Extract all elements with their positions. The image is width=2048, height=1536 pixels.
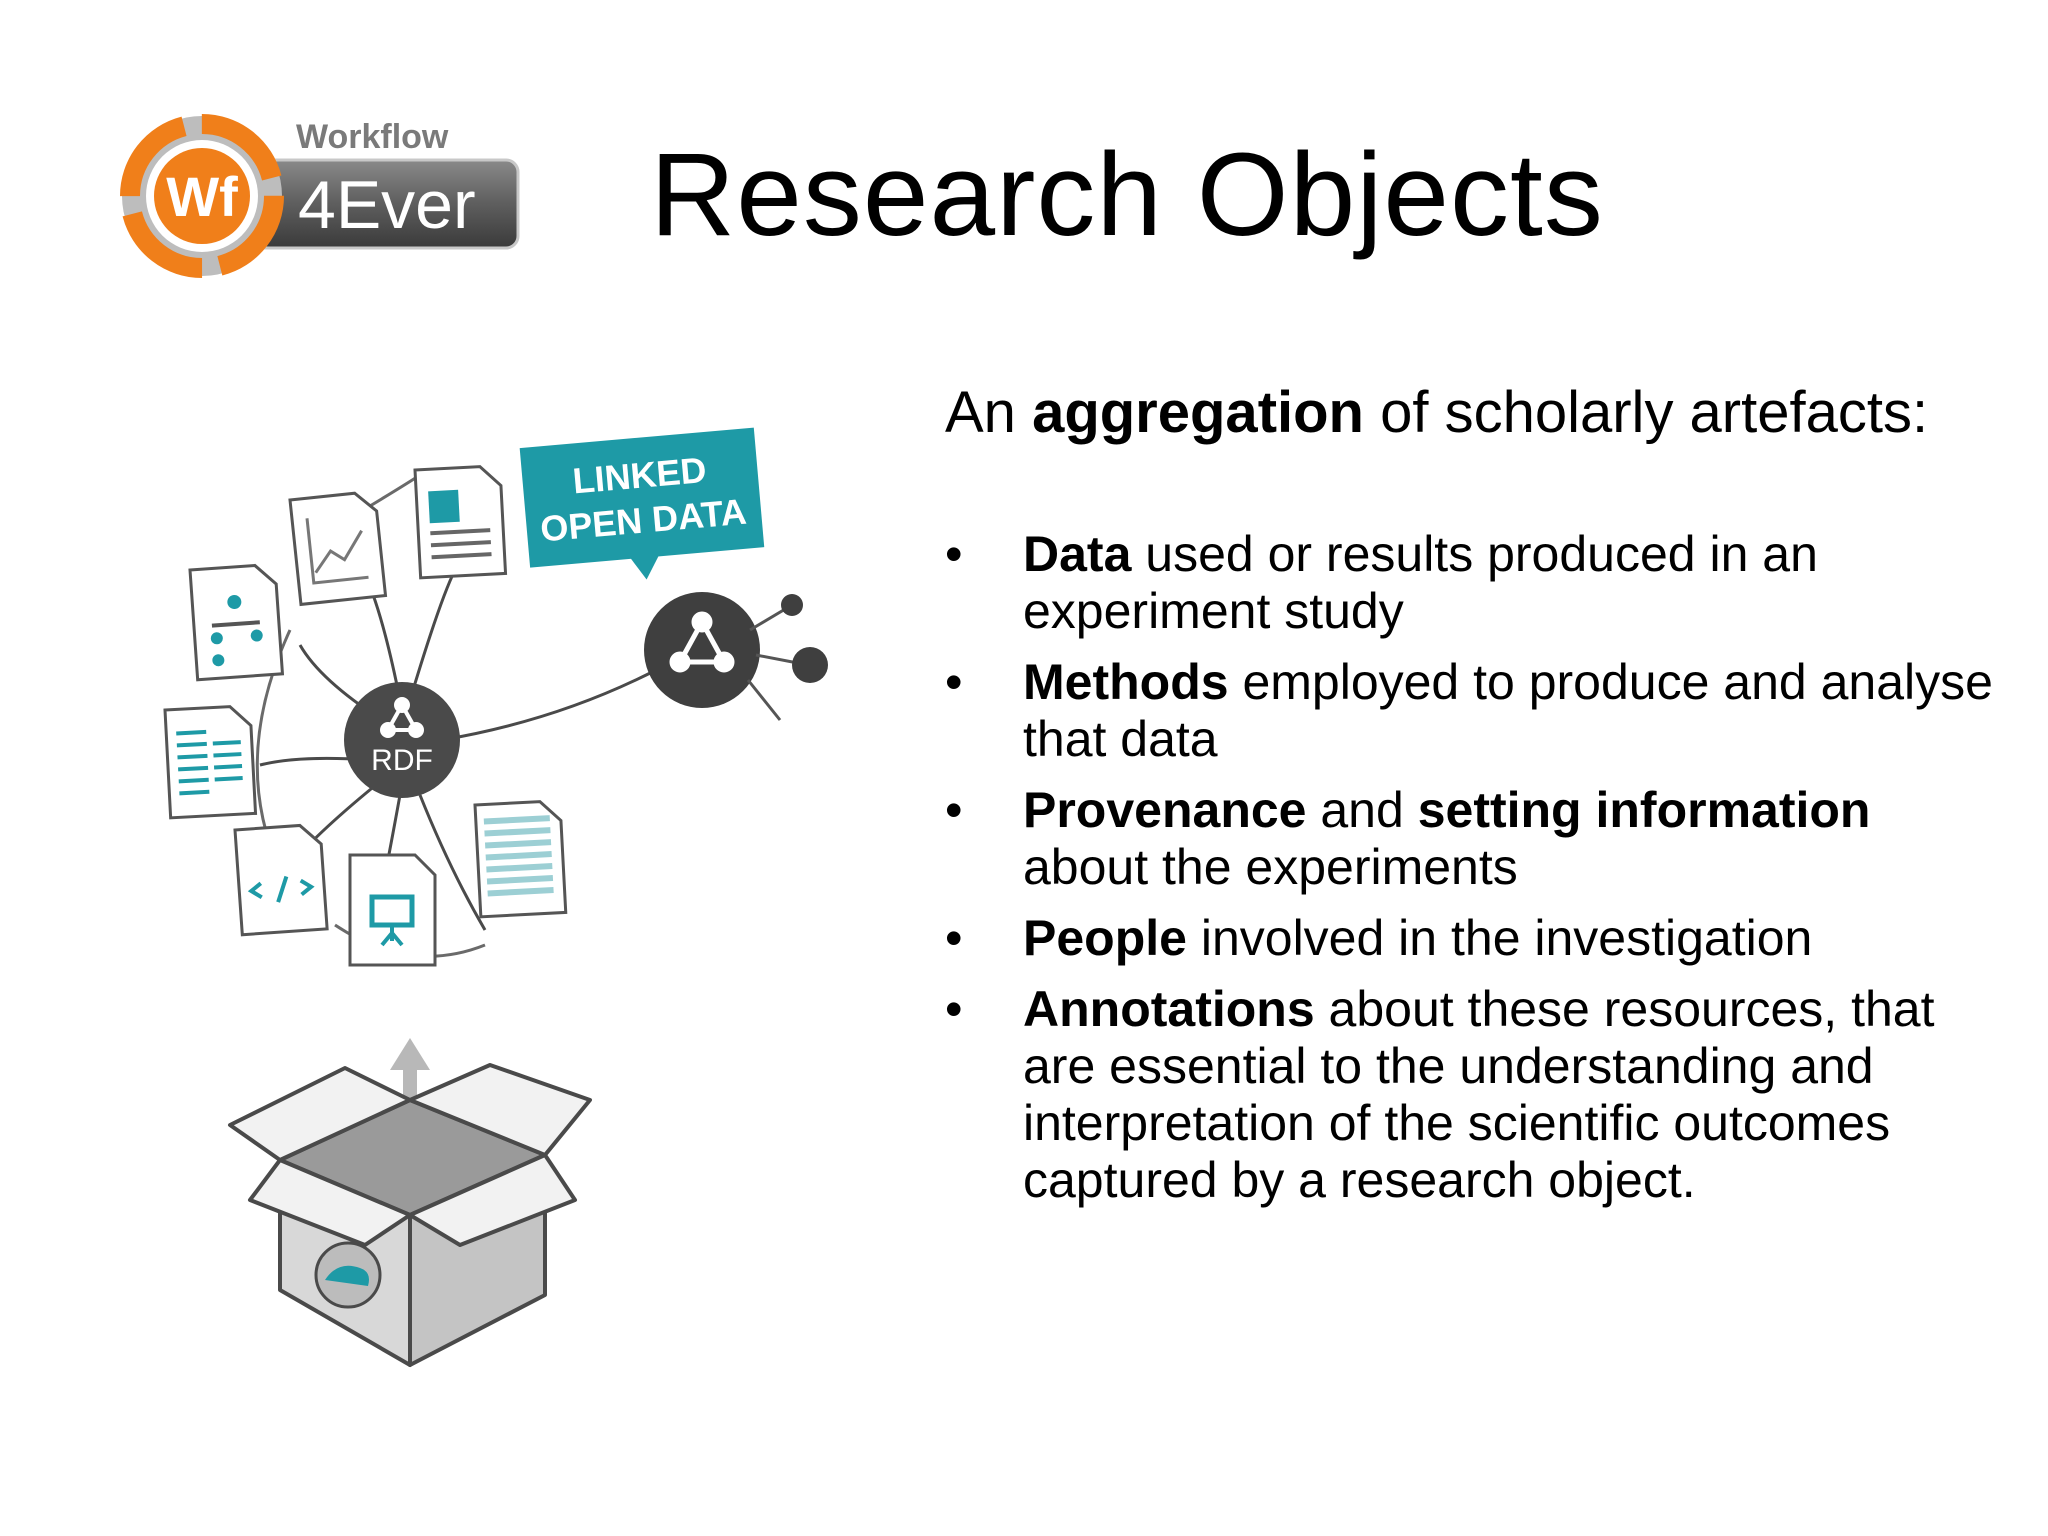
bullet-text-2: about the experiments <box>1023 839 1518 895</box>
workflow4ever-logo: Workflow 4Ever Wf <box>120 114 520 278</box>
rdf-hub-icon <box>344 682 460 798</box>
bullet-icon: • <box>945 981 963 1037</box>
bullet-item: • People involved in the investigation <box>945 910 2005 967</box>
bullet-text: used or results produced in an experimen… <box>1023 526 1818 639</box>
bullet-bold: Data <box>1023 526 1132 582</box>
list-document-icon <box>163 705 258 820</box>
logo-top-text: Workflow <box>296 118 449 156</box>
share-graph-icon <box>380 697 424 738</box>
bullet-bold: People <box>1023 910 1187 966</box>
presentation-document-icon <box>348 853 437 967</box>
bullet-item: • Data used or results produced in an ex… <box>945 526 2005 640</box>
chart-document-icon <box>288 491 388 607</box>
bullet-text: and <box>1306 782 1418 838</box>
bullet-item: • Annotations about these resources, tha… <box>945 981 2005 1209</box>
logo-name-text: 4Ever <box>298 167 476 243</box>
bullet-bold-2: setting information <box>1417 782 1871 838</box>
bullet-text: about these resources, that are essentia… <box>1023 981 1935 1208</box>
bullet-bold: Annotations <box>1023 981 1315 1037</box>
bullet-icon: • <box>945 782 963 838</box>
bullet-item: • Provenance and setting information abo… <box>945 782 2005 896</box>
bullet-text: involved in the investigation <box>1186 910 1813 966</box>
bullet-list: • Data used or results produced in an ex… <box>945 526 2005 1223</box>
data-document-icon <box>473 800 568 919</box>
rdf-label: RDF <box>371 744 433 777</box>
bullet-icon: • <box>945 910 963 966</box>
slide-title: Research Objects <box>650 129 1604 261</box>
bullet-item: • Methods employed to produce and analys… <box>945 654 2005 768</box>
linked-data-node-icon <box>644 592 760 708</box>
flowchart-document-icon <box>188 563 285 682</box>
research-object-illustration: RDF LINKED OPEN DATA <box>163 427 828 1367</box>
bullet-bold: Methods <box>1023 654 1229 710</box>
intro-post: of scholarly artefacts: <box>1363 380 1929 445</box>
intro-line: An aggregation of scholarly artefacts: <box>945 378 1928 448</box>
bullet-bold: Provenance <box>1023 782 1307 838</box>
text-document-icon <box>413 465 508 580</box>
bullet-icon: • <box>945 654 963 710</box>
bullet-text: employed to produce and analyse that dat… <box>1023 654 1993 767</box>
code-document-icon <box>233 823 329 937</box>
bullet-icon: • <box>945 526 963 582</box>
open-box-icon <box>228 1063 592 1367</box>
intro-bold: aggregation <box>1032 380 1364 445</box>
linked-open-data-callout: LINKED OPEN DATA <box>519 427 765 580</box>
logo-badge-text: Wf <box>166 165 238 228</box>
intro-pre: An <box>945 380 1033 445</box>
